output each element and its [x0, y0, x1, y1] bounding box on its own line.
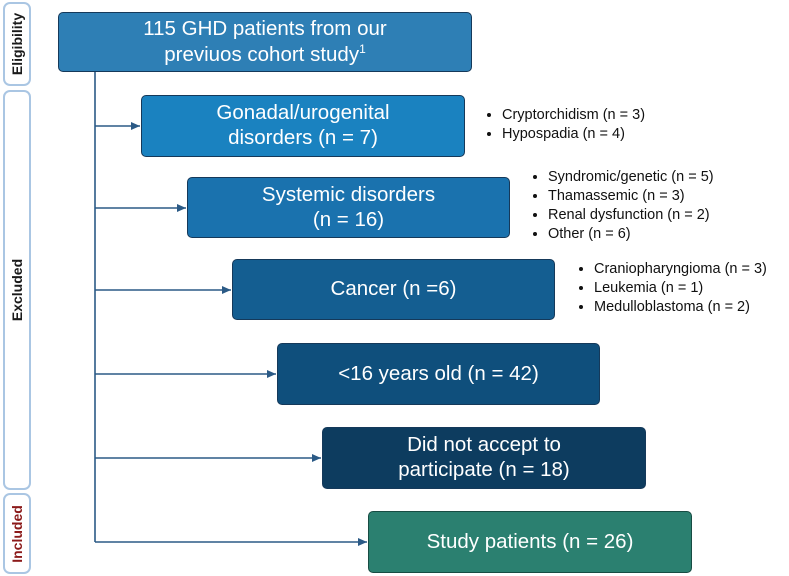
- study-patients-box: Study patients (n = 26): [368, 511, 692, 573]
- gonadal-box: Gonadal/urogenital disorders (n = 7): [141, 95, 465, 157]
- eligibility-stage-tab: Eligibility: [3, 2, 31, 86]
- systemic-box: Systemic disorders (n = 16): [187, 177, 510, 238]
- excluded-stage-tab: Excluded: [3, 90, 31, 490]
- list-item: Other (n = 6): [548, 225, 714, 244]
- list-item: Hypospadia (n = 4): [502, 125, 645, 144]
- list-item: Craniopharyngioma (n = 3): [594, 260, 767, 279]
- list-item: Cryptorchidism (n = 3): [502, 106, 645, 125]
- cohort-footnote-marker: 1: [359, 41, 366, 56]
- systemic-details-list: Syndromic/genetic (n = 5) Thamassemic (n…: [530, 168, 714, 244]
- included-stage-tab: Included: [3, 493, 31, 574]
- list-item: Leukemia (n = 1): [594, 279, 767, 298]
- not-accepted-box: Did not accept to participate (n = 18): [322, 427, 646, 489]
- cancer-box: Cancer (n =6): [232, 259, 555, 320]
- list-item: Medulloblastoma (n = 2): [594, 298, 767, 317]
- list-item: Renal dysfunction (n = 2): [548, 206, 714, 225]
- gonadal-details-list: Cryptorchidism (n = 3) Hypospadia (n = 4…: [484, 106, 645, 144]
- list-item: Thamassemic (n = 3): [548, 187, 714, 206]
- list-item: Syndromic/genetic (n = 5): [548, 168, 714, 187]
- cohort-box-text: 115 GHD patients from our previuos cohor…: [143, 16, 387, 66]
- cohort-box: 115 GHD patients from our previuos cohor…: [58, 12, 472, 72]
- cancer-details-list: Craniopharyngioma (n = 3) Leukemia (n = …: [576, 260, 767, 317]
- age-box: <16 years old (n = 42): [277, 343, 600, 405]
